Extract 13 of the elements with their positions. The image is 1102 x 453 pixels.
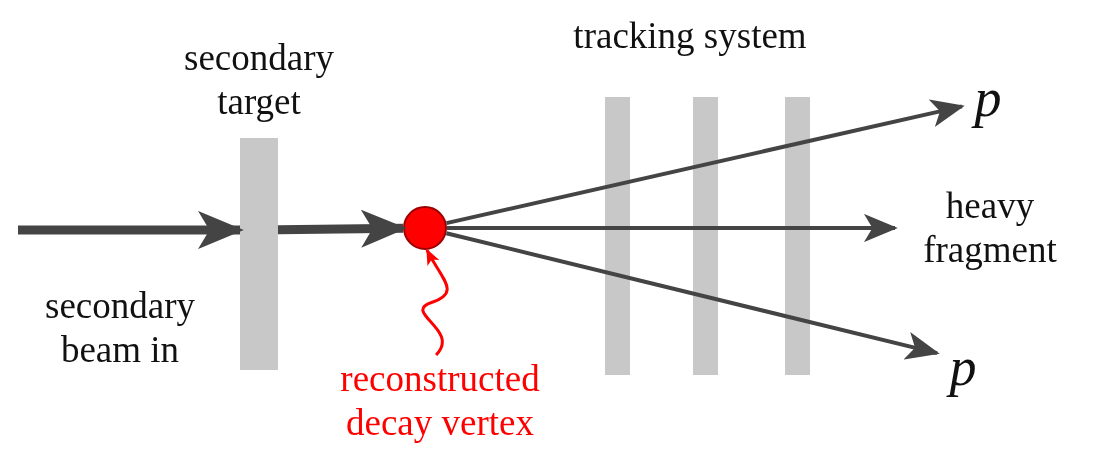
target-label: secondary target <box>183 36 335 124</box>
arrow <box>447 213 898 243</box>
arrow <box>445 231 940 360</box>
fragment-label: heavy fragment <box>895 170 1085 286</box>
decay-vertex-marker <box>403 206 447 250</box>
beam-label: secondary beam in <box>44 284 196 372</box>
vertex-label: reconstructed decay vertex <box>305 355 575 447</box>
arrow <box>277 209 407 248</box>
arrow <box>446 99 965 226</box>
particle-label: p <box>937 335 989 399</box>
arrow <box>18 210 244 250</box>
particle-label: p <box>962 66 1014 130</box>
system-label: tracking system <box>572 14 808 58</box>
